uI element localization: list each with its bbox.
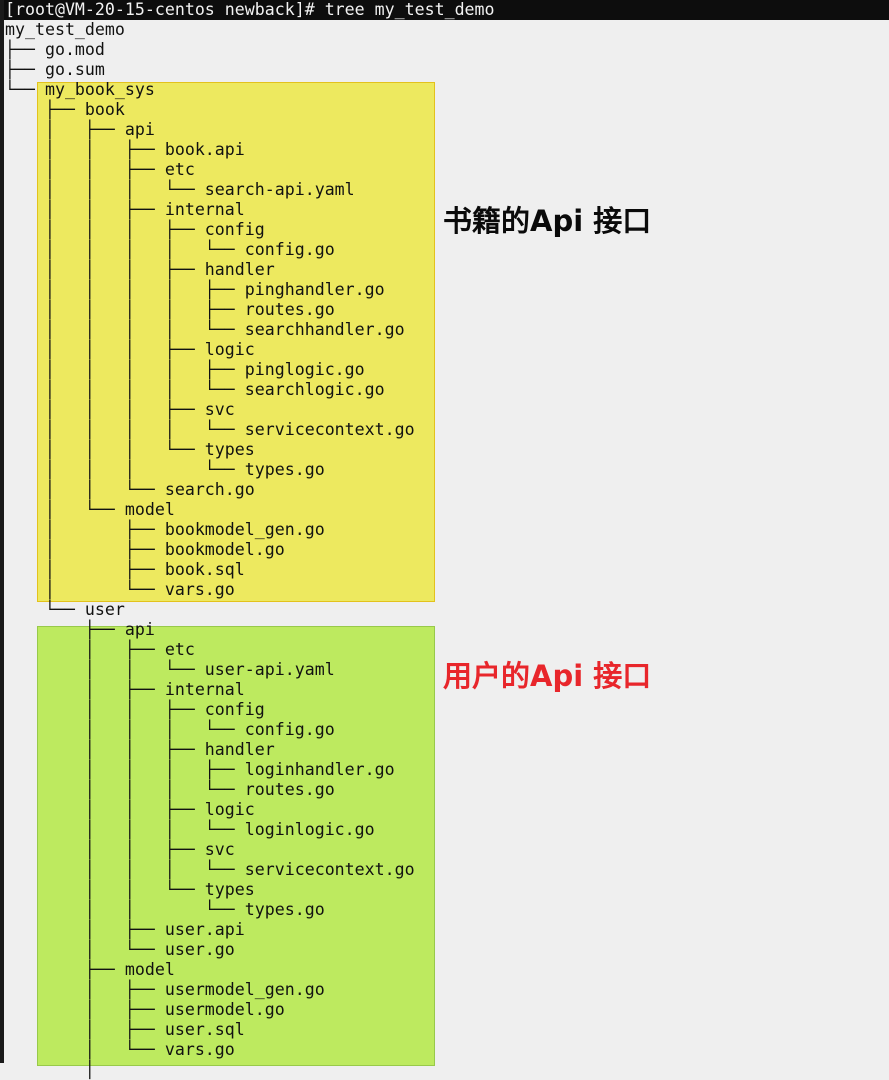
tree-line: │ │ └── types.go xyxy=(5,900,325,919)
user-api-label: 用户的Api 接口 xyxy=(443,659,652,693)
tree-line: │ │ │ └── types.go xyxy=(5,460,325,479)
command-line: [root@VM-20-15-centos newback]# tree my_… xyxy=(5,0,495,19)
tree-line: │ │ ├── handler xyxy=(5,740,275,759)
tree-line: │ ├── book.sql xyxy=(5,560,245,579)
tree-line: │ │ │ └── servicecontext.go xyxy=(5,860,415,879)
tree-line: │ ├── user.sql xyxy=(5,1020,245,1039)
tree-line: └── user xyxy=(5,600,125,619)
tree-line: │ │ └── types xyxy=(5,880,255,899)
tree-line: │ │ ├── internal xyxy=(5,200,245,219)
tree-line: │ │ └── user-api.yaml xyxy=(5,660,335,679)
book-api-highlight xyxy=(37,82,435,602)
tree-line: │ │ │ │ └── searchlogic.go xyxy=(5,380,385,399)
tree-line: │ │ │ ├── handler xyxy=(5,260,275,279)
tree-line: ├── book xyxy=(5,100,125,119)
tree-line: │ │ │ │ └── searchhandler.go xyxy=(5,320,405,339)
tree-line: │ └── model xyxy=(5,500,175,519)
tree-line: │ ├── usermodel.go xyxy=(5,1000,285,1019)
tree-line: │ │ └── search.go xyxy=(5,480,255,499)
tree-line: │ ├── bookmodel.go xyxy=(5,540,285,559)
tree-line: │ ├── usermodel_gen.go xyxy=(5,980,325,999)
tree-line: │ │ │ └── types xyxy=(5,440,255,459)
tree-line: │ ├── bookmodel_gen.go xyxy=(5,520,325,539)
tree-line: │ ├── etc xyxy=(5,640,195,659)
tree-line: └── my_book_sys xyxy=(5,80,155,99)
tree-line: │ │ │ ├── config xyxy=(5,220,265,239)
tree-line: │ │ │ ├── loginhandler.go xyxy=(5,760,395,779)
tree-line: │ │ │ │ └── servicecontext.go xyxy=(5,420,415,439)
tree-line: │ │ │ └── config.go xyxy=(5,720,335,739)
tree-line: ├── model xyxy=(5,960,175,979)
tree-line: │ └── vars.go xyxy=(5,1040,235,1059)
tree-line: │ │ │ ├── svc xyxy=(5,400,235,419)
tree-line: ├── api xyxy=(5,620,155,639)
command-bar xyxy=(0,0,889,20)
tree-line: │ ├── internal xyxy=(5,680,245,699)
tree-line: │ │ │ └── loginlogic.go xyxy=(5,820,375,839)
tree-line: │ │ │ │ ├── routes.go xyxy=(5,300,335,319)
tree-line: ├── go.sum xyxy=(5,60,105,79)
window-left-edge xyxy=(0,0,4,1063)
tree-line: │ xyxy=(5,1060,95,1079)
tree-line: │ │ │ │ └── config.go xyxy=(5,240,335,259)
tree-line: │ │ ├── logic xyxy=(5,800,255,819)
tree-line: │ │ │ │ ├── pinglogic.go xyxy=(5,360,365,379)
tree-line: │ │ │ └── routes.go xyxy=(5,780,335,799)
tree-line: │ │ │ ├── logic xyxy=(5,340,255,359)
tree-line: │ │ ├── svc xyxy=(5,840,235,859)
tree-line: │ └── vars.go xyxy=(5,580,235,599)
tree-line: ├── go.mod xyxy=(5,40,105,59)
tree-line: │ │ ├── book.api xyxy=(5,140,245,159)
book-api-label: 书籍的Api 接口 xyxy=(443,204,652,238)
tree-line: │ ├── user.api xyxy=(5,920,245,939)
tree-line: │ │ ├── config xyxy=(5,700,265,719)
user-api-highlight xyxy=(37,626,435,1066)
tree-line: my_test_demo xyxy=(5,20,125,39)
tree-line: │ │ │ │ ├── pinghandler.go xyxy=(5,280,385,299)
tree-line: │ └── user.go xyxy=(5,940,235,959)
tree-line: │ ├── api xyxy=(5,120,155,139)
tree-line: │ │ ├── etc xyxy=(5,160,195,179)
tree-line: │ │ │ └── search-api.yaml xyxy=(5,180,355,199)
